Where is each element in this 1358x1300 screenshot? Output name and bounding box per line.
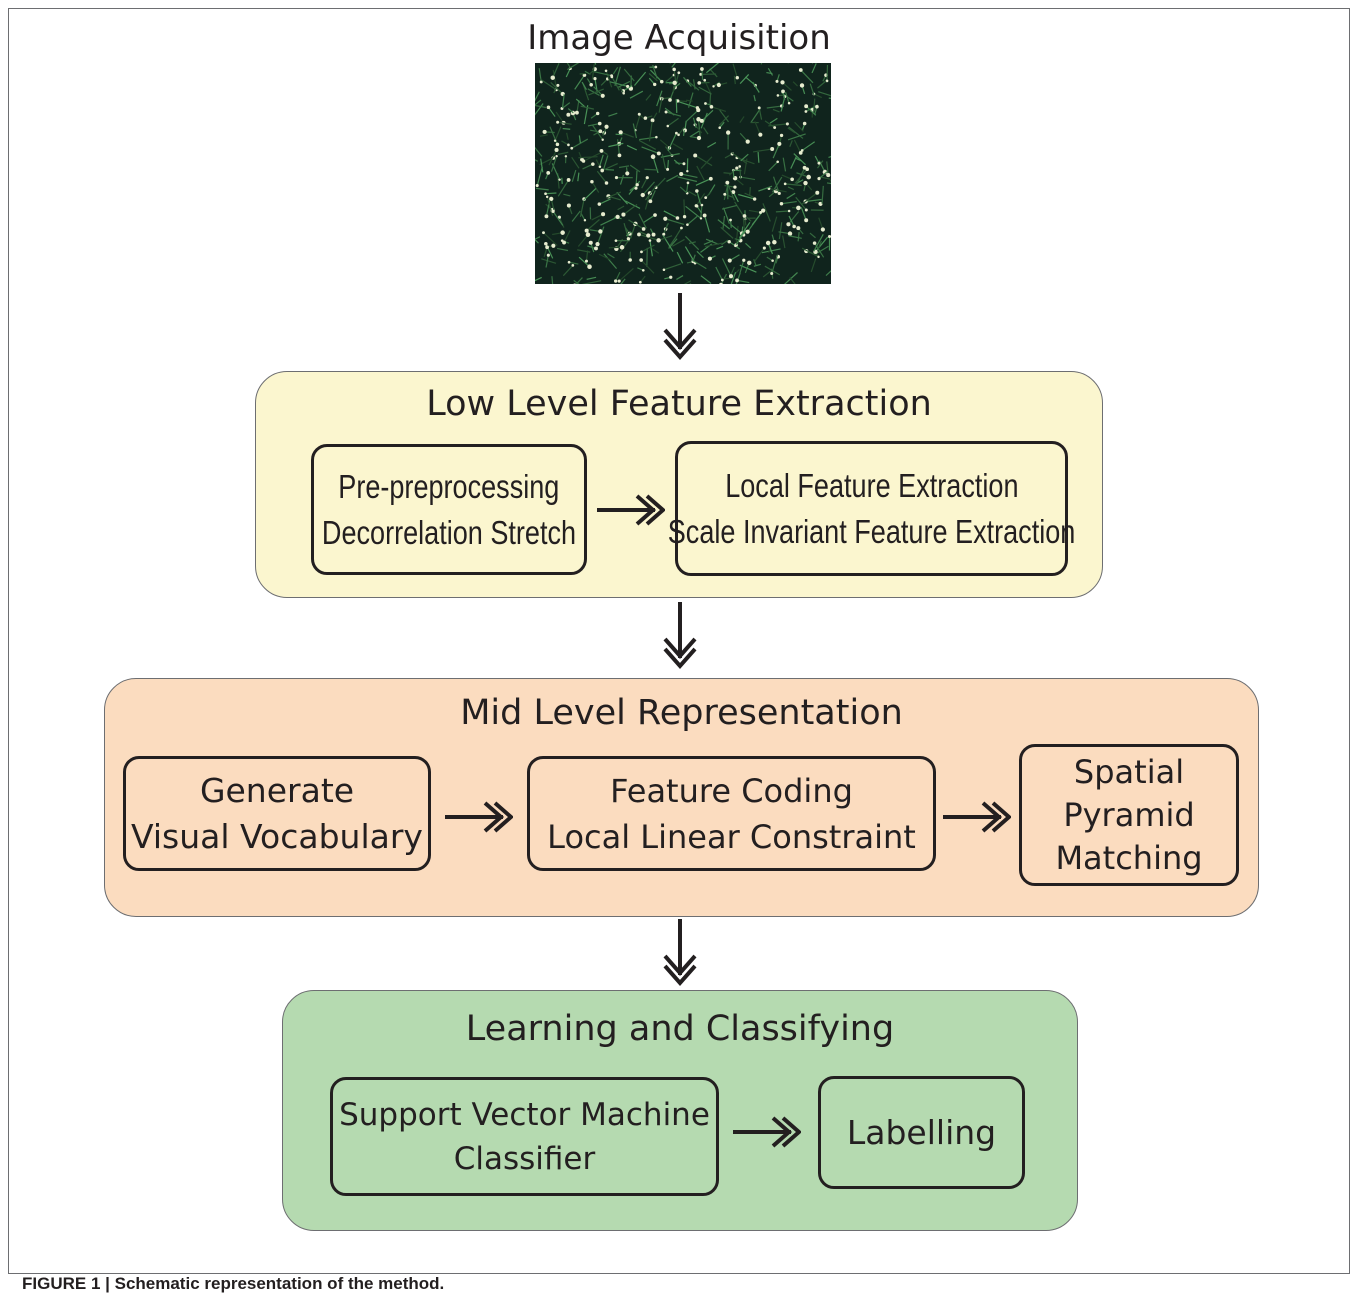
right-arrow-3 (943, 801, 1011, 833)
right-arrow-2 (445, 801, 513, 833)
svm-label: Support Vector Machine (339, 1096, 710, 1133)
right-arrow-4 (733, 1116, 801, 1148)
down-arrow-2 (663, 602, 697, 670)
generate-label: Generate (199, 770, 355, 810)
learning-stage: Learning and Classifying Support Vector … (282, 990, 1078, 1231)
visual-vocabulary-box: Generate Visual Vocabulary (123, 756, 431, 871)
low-level-title: Low Level Feature Extraction (426, 384, 932, 424)
feature-coding-label: Feature Coding (610, 771, 853, 810)
crop-field-image (535, 63, 831, 284)
local-feature-box: Local Feature Extraction Scale Invariant… (668, 441, 1075, 576)
local-feature-label: Local Feature Extraction (724, 466, 1019, 504)
decorrelation-label: Decorrelation Stretch (321, 513, 577, 551)
figure-frame (8, 8, 1350, 1274)
figure-caption: FIGURE 1 | Schematic representation of t… (22, 1274, 445, 1293)
low-level-stage: Low Level Feature Extraction Pre-preproc… (255, 371, 1103, 598)
image-acquisition-title: Image Acquisition (527, 18, 831, 58)
learning-title: Learning and Classifying (465, 1009, 895, 1049)
sift-label: Scale Invariant Feature Extraction (667, 512, 1076, 550)
pyramid-label: Pyramid (1063, 795, 1195, 834)
svm-box: Support Vector Machine Classifier (330, 1077, 719, 1196)
matching-label: Matching (1055, 838, 1203, 877)
spm-box: Spatial Pyramid Matching (1019, 744, 1239, 886)
right-arrow-1 (597, 494, 665, 526)
labelling-box: Labelling (818, 1076, 1025, 1189)
classifier-label: Classifier (453, 1140, 596, 1177)
preprocessing-box: Pre-preprocessing Decorrelation Stretch (311, 444, 587, 575)
llc-label: Local Linear Constraint (547, 817, 916, 856)
feature-coding-box: Feature Coding Local Linear Constraint (527, 756, 936, 871)
labelling-label: Labelling (846, 1113, 997, 1152)
mid-level-stage: Mid Level Representation Generate Visual… (104, 678, 1259, 917)
down-arrow-3 (663, 919, 697, 987)
spatial-label: Spatial (1073, 752, 1185, 791)
visual-vocabulary-label: Visual Vocabulary (131, 816, 423, 856)
mid-level-title: Mid Level Representation (460, 693, 903, 733)
down-arrow-1 (663, 293, 697, 361)
preprocessing-label: Pre-preprocessing (338, 467, 560, 505)
